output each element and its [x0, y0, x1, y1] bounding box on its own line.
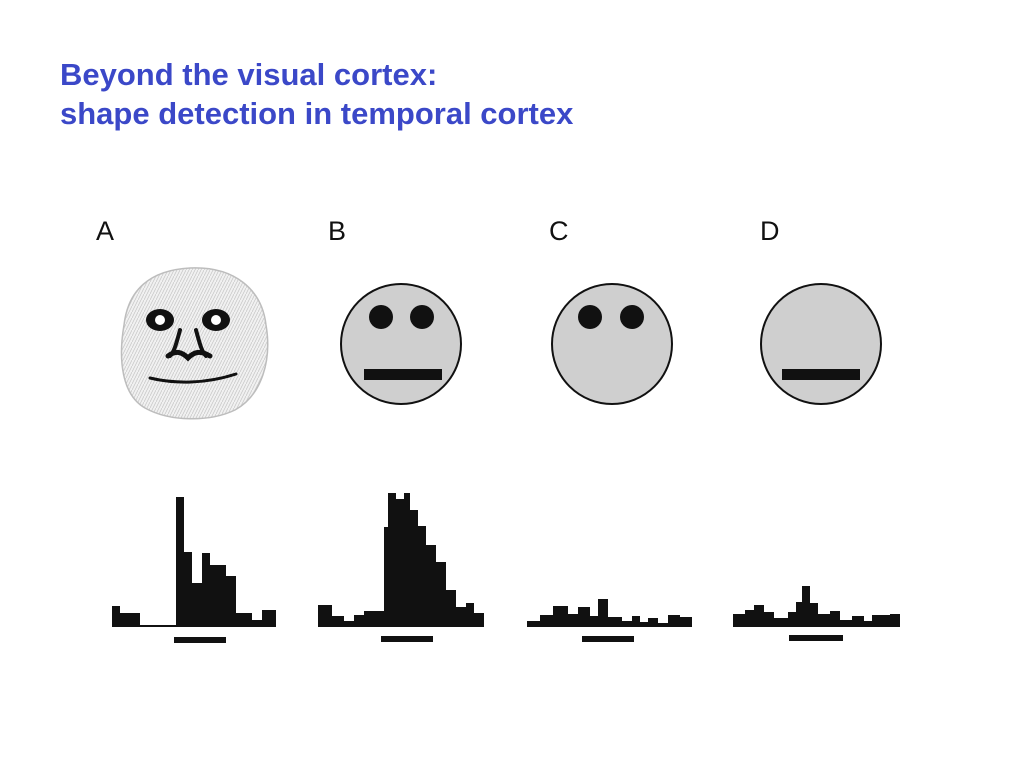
- slide-title: Beyond the visual cortex: shape detectio…: [60, 55, 573, 133]
- stimulus-monkey-face: [120, 267, 269, 420]
- stimulus-face-c: [551, 283, 673, 405]
- stimulus-face-d: [760, 283, 882, 405]
- stimulus-bar-c: [582, 636, 634, 642]
- panel-label-d: D: [760, 216, 780, 246]
- title-line-1: Beyond the visual cortex:: [60, 57, 438, 92]
- histogram-b: [318, 493, 484, 642]
- panel-label-a: A: [96, 216, 115, 246]
- stimulus-face-b: [340, 283, 462, 405]
- histogram-d: [733, 586, 900, 641]
- stimulus-bar-d: [789, 635, 843, 641]
- panel-label-c: C: [549, 216, 569, 246]
- stimulus-bar-a: [174, 637, 226, 643]
- histogram-a: [112, 497, 276, 643]
- histogram-c: [527, 599, 692, 642]
- title-line-2: shape detection in temporal cortex: [60, 96, 574, 131]
- stimulus-bar-b: [381, 636, 433, 642]
- panel-label-b: B: [328, 216, 347, 246]
